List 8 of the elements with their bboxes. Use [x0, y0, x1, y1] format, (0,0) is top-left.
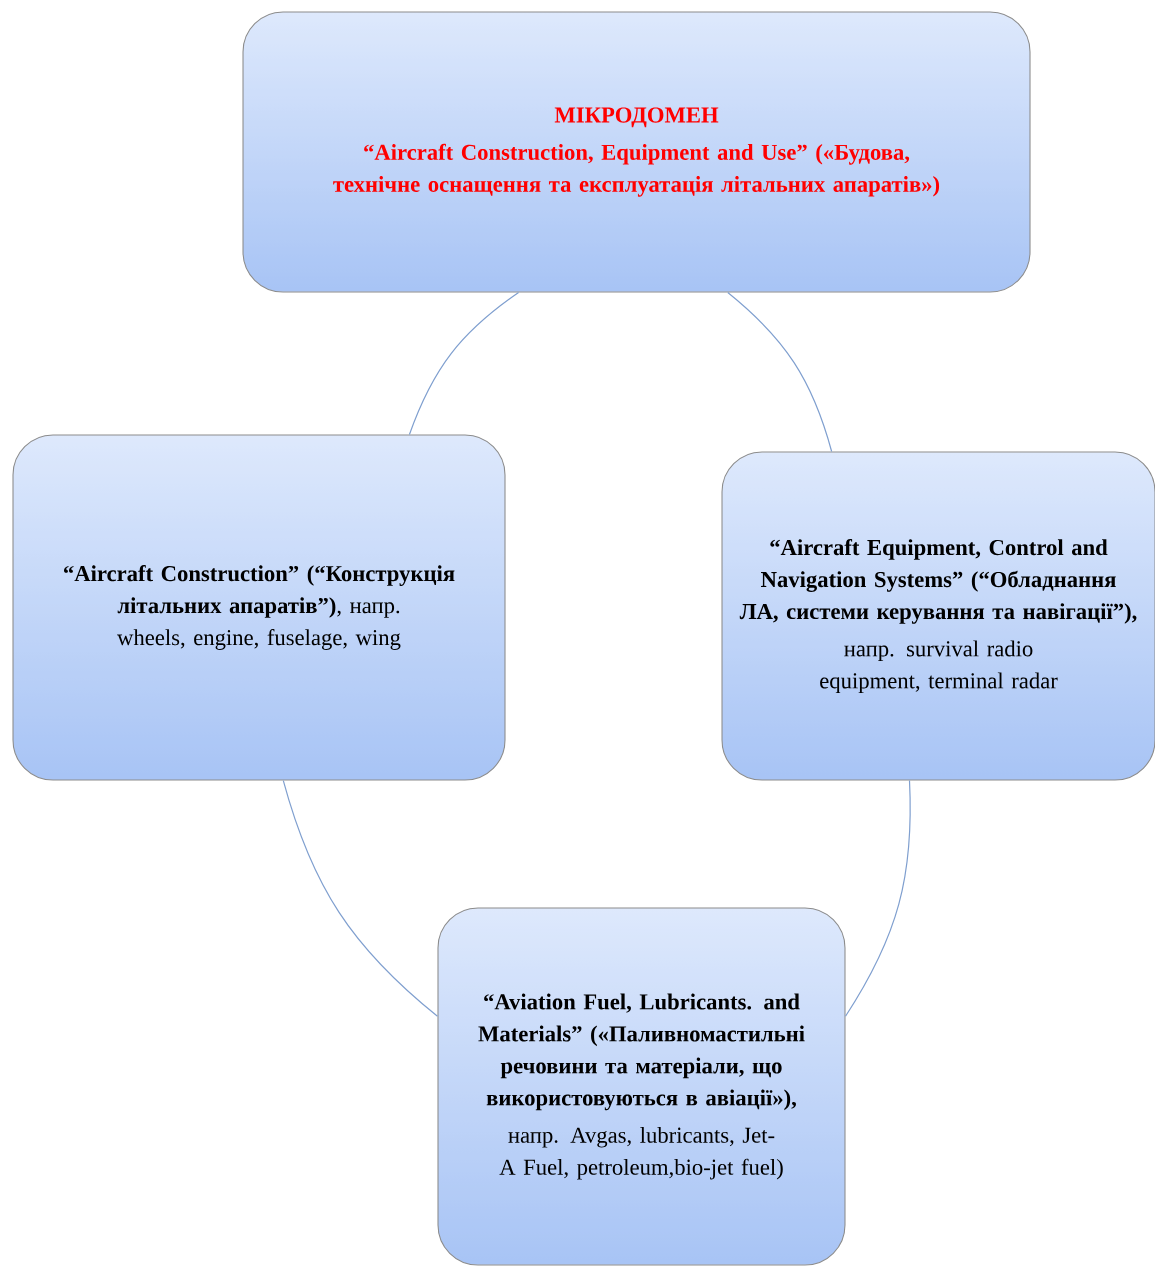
connector-arc	[408, 291, 520, 436]
subdomain-box: “Aircraft Construction” (“Конструкція літальних апаратів”), напр. wheels, engine, fuselage, wing	[12, 434, 506, 781]
domain-box: МІКРОДОМЕН “Aircraft Construction, Equipment and Use” («Будова, технічне оснащення та експлуатація літальних апаратів»)	[242, 11, 1031, 293]
connector-arc	[282, 779, 439, 1017]
connector-arc	[727, 291, 833, 453]
subdomain-box: “Aviation Fuel, Lubricants. and Materials” («Паливномастильні речовини та матеріали, що використовуються в авіації»), напр. Avgas, lubricants, Jet-A Fuel, petroleum,bio-jet fuel)	[437, 907, 846, 1266]
connector-arc	[844, 779, 911, 1017]
subdomain-box: “Aircraft Equipment, Control and Navigation Systems” (“Обладнання ЛА, системи керування та навігації”), напр. survival radio equipment, terminal radar	[721, 451, 1155, 781]
